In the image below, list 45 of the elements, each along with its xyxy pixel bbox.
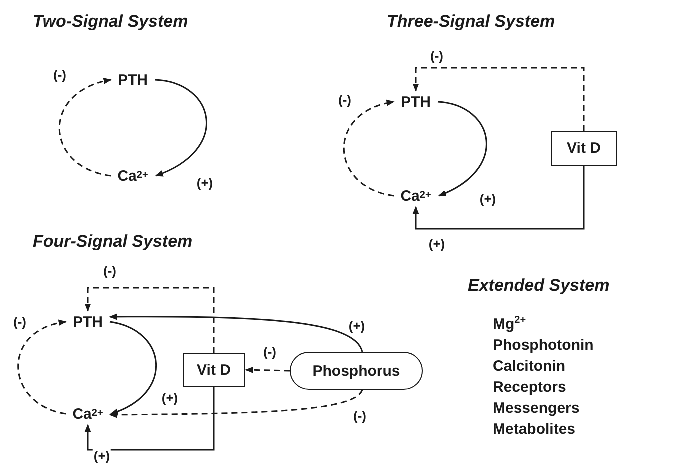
arrow	[110, 321, 157, 415]
rounded-box: Phosphorus	[290, 352, 423, 390]
list-item: Receptors	[493, 379, 566, 396]
edge-label: (-)	[338, 92, 352, 108]
node-label: Ca$^{2+}$	[113, 166, 153, 186]
edge-label: (+)	[92, 448, 112, 464]
arrow	[154, 79, 208, 177]
edge-label: (+)	[160, 390, 180, 406]
list-item: Messengers	[493, 400, 580, 417]
arrow	[109, 390, 364, 418]
list-item: Calcitonin	[493, 358, 566, 375]
list-item: Phosphotonin	[493, 337, 594, 354]
arrow	[245, 366, 290, 374]
node-label: Ca$^{2+}$	[68, 404, 108, 424]
arrow	[438, 101, 488, 197]
node-label: PTH	[396, 92, 436, 112]
node-label: PTH	[68, 312, 108, 332]
process-box: Vit D	[551, 131, 617, 166]
arrow	[18, 320, 67, 415]
section-title: Three-Signal System	[387, 12, 556, 32]
arrow	[412, 67, 585, 131]
arrow	[84, 287, 215, 353]
edge-label: (-)	[52, 68, 68, 82]
edge-label: (+)	[196, 176, 214, 190]
section-title: Extended System	[468, 276, 610, 296]
arrow	[343, 100, 395, 197]
list-item: Mg$^{2+}$	[493, 316, 526, 333]
edge-label: (+)	[478, 192, 498, 206]
edge-label: (-)	[12, 314, 28, 330]
edge-label: (-)	[262, 344, 278, 360]
list-item: Metabolites	[493, 421, 576, 438]
arrow	[58, 78, 112, 177]
section-title: Four-Signal System	[33, 232, 193, 252]
arrow	[412, 166, 585, 230]
arrow	[109, 314, 364, 352]
node-label: Ca$^{2+}$	[396, 186, 436, 206]
edge-label: (+)	[428, 236, 446, 252]
edge-label: (-)	[430, 48, 444, 64]
edge-label: (-)	[352, 408, 368, 424]
edge-label: (+)	[348, 318, 366, 334]
arrow	[84, 387, 215, 451]
process-box: Vit D	[183, 353, 245, 387]
node-label: PTH	[113, 70, 153, 90]
edge-label: (-)	[102, 264, 118, 278]
section-title: Two-Signal System	[33, 12, 188, 32]
